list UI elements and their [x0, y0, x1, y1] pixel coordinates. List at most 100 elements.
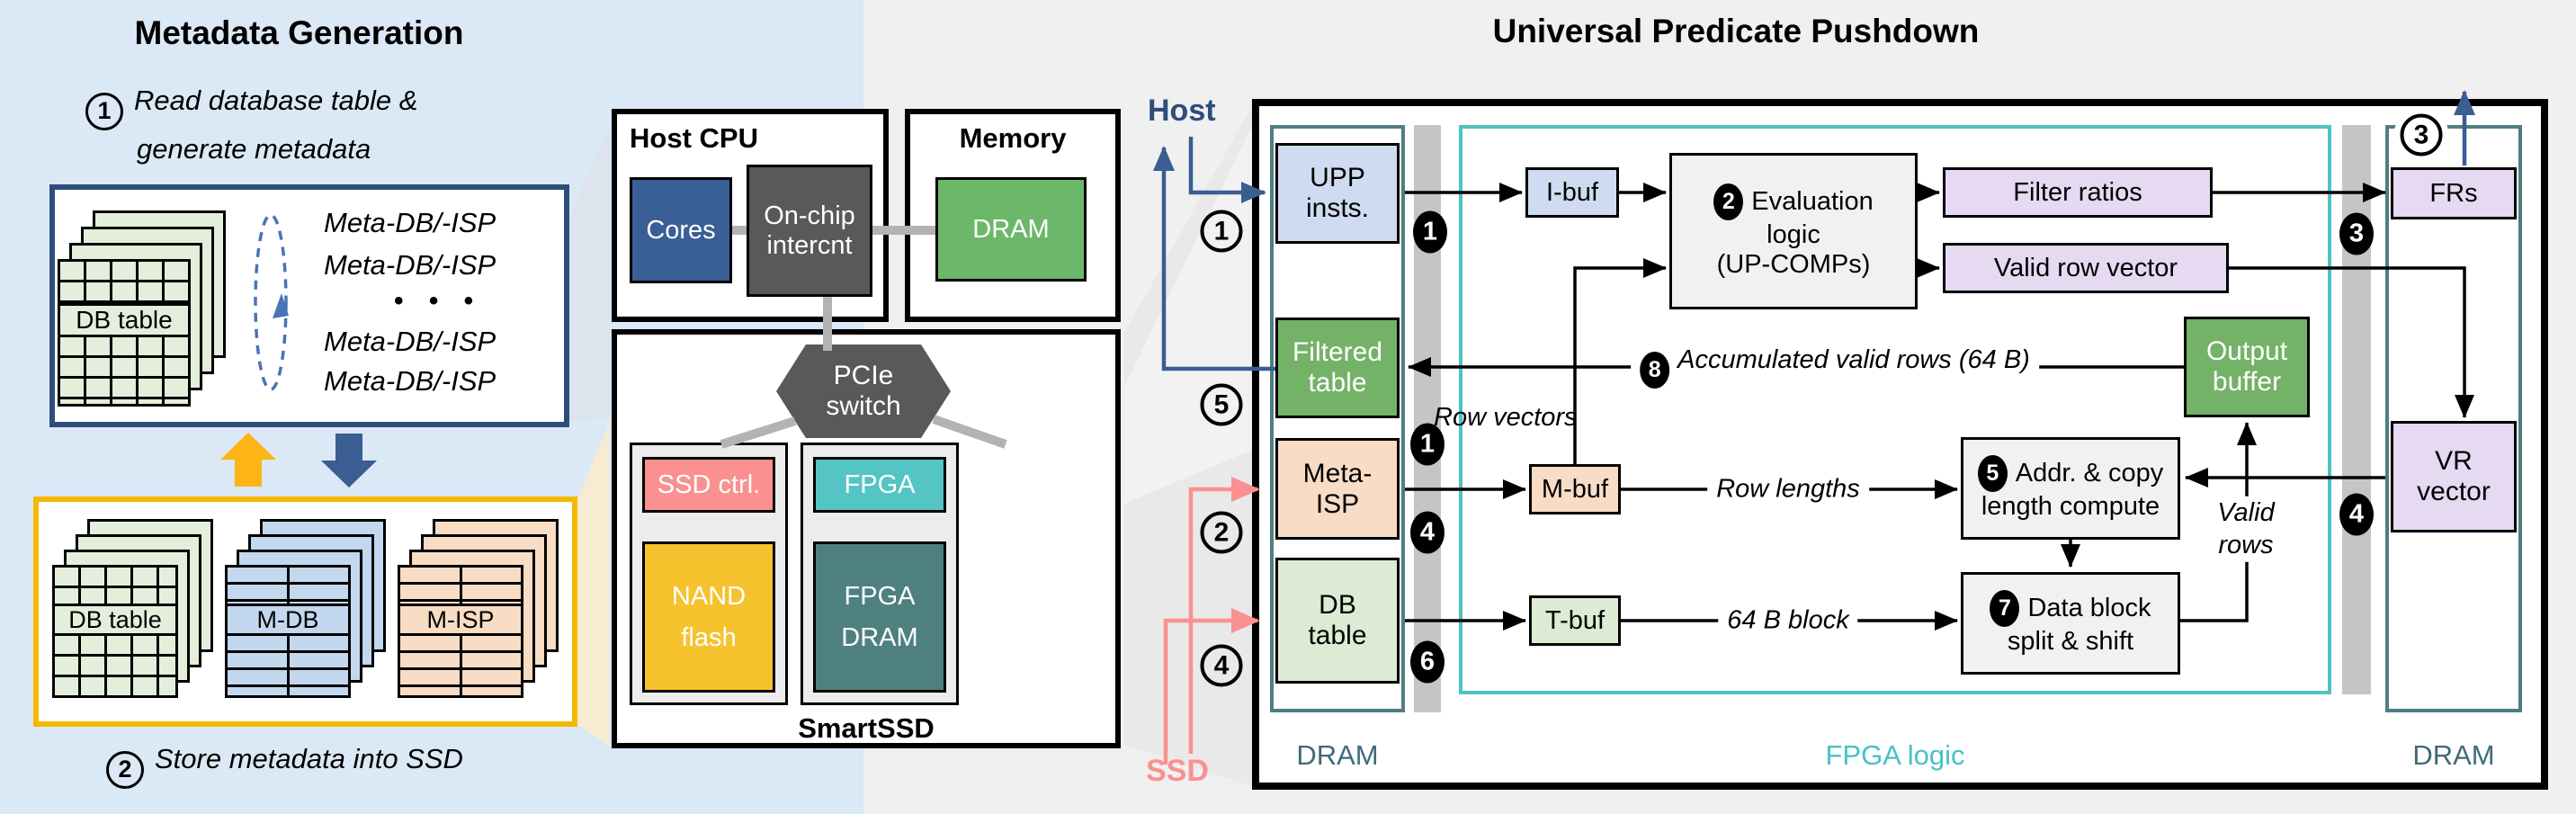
badge-frs-3: 3 — [2339, 212, 2374, 255]
valid-row-vector-label: Valid row vector — [1993, 253, 2178, 282]
meta-line: Meta-DB/-ISP — [324, 249, 496, 281]
ssd-ctrl-box: SSD ctrl. — [642, 457, 775, 513]
ray-bluebox-to-host — [569, 126, 610, 421]
mbuf-box: M-buf — [1529, 464, 1621, 514]
fpga-dram-label-line1: FPGA — [844, 581, 916, 611]
fpga-box: FPGA — [813, 457, 946, 513]
circled-step-3: 3 — [2400, 113, 2443, 157]
misp-label: M-ISP — [400, 604, 521, 636]
step2-circled-number: 2 — [106, 750, 144, 789]
filtered-line2: table — [1308, 368, 1367, 398]
dram-left-label: DRAM — [1296, 739, 1379, 771]
frs-box: FRs — [2391, 167, 2517, 219]
circled-step-5: 5 — [1200, 383, 1243, 426]
table-grid — [60, 262, 188, 303]
output-buffer-line1: Output — [2205, 336, 2288, 367]
mbuf-label: M-buf — [1541, 474, 1609, 504]
pcie-label-line1: PCIe — [833, 361, 894, 391]
pcie-label-line2: switch — [826, 391, 901, 421]
db-table-stack-front: DB table — [58, 259, 191, 407]
cores-label: Cores — [646, 215, 716, 245]
badge-upp-1: 1 — [1413, 210, 1447, 254]
fpga-logic-label: FPGA logic — [1825, 739, 1965, 771]
db-table-box: DB table — [1275, 558, 1400, 684]
filter-ratios-box: Filter ratios — [1943, 167, 2213, 218]
step1-text-line1: Read database table & — [134, 85, 418, 116]
upp-insts-line2: insts. — [1305, 193, 1370, 223]
meta-line: Meta-DB/-ISP — [324, 207, 496, 238]
mdb-stack-front: M-DB — [225, 565, 351, 698]
db-table-stack-front: DB table — [52, 565, 178, 698]
fpga-dram-label-line2: DRAM — [841, 623, 918, 652]
output-buffer-line2: buffer — [2212, 367, 2282, 397]
ssd-ctrl-label: SSD ctrl. — [657, 470, 761, 499]
step1-caption-line2: generate metadata — [137, 133, 371, 165]
valid-row-vector-box: Valid row vector — [1943, 243, 2229, 293]
host-dram-box: DRAM — [935, 177, 1087, 282]
circled-step-1: 1 — [1200, 210, 1243, 253]
host-label: Host — [1148, 94, 1216, 128]
addr-label-line2: length compute — [1981, 492, 2160, 522]
fpga-label: FPGA — [844, 470, 916, 499]
intercnt-label-line2: intercnt — [766, 230, 853, 260]
tbuf-box: T-buf — [1529, 595, 1621, 646]
misp-stack-front: M-ISP — [398, 565, 523, 698]
datablock-label-line1: Data block — [2027, 594, 2151, 623]
intercnt-label-line1: On-chip — [764, 201, 855, 230]
host-dram-label: DRAM — [972, 214, 1050, 244]
badge-db-6: 6 — [1410, 640, 1445, 684]
table-grid — [400, 568, 521, 604]
frs-label: FRs — [2429, 178, 2478, 208]
table-grid — [60, 337, 188, 404]
block-64b-label: 64 B block — [1718, 605, 1858, 636]
dram-right-label: DRAM — [2412, 739, 2495, 771]
dma-bar-right — [2342, 125, 2371, 694]
nand-flash-box: NAND flash — [642, 541, 775, 693]
db-table-label: DB table — [60, 303, 188, 337]
meta-ellipsis: • • • — [394, 286, 483, 316]
pcie-switch-hexagon: PCIe switch — [776, 344, 951, 438]
upp-section-title: Universal Predicate Pushdown — [1492, 13, 1980, 49]
db-table-line1: DB — [1319, 590, 1356, 621]
badge-vr-4: 4 — [2339, 493, 2374, 536]
vr-vector-line1: VR — [2435, 446, 2473, 477]
meta-isp-box: Meta- ISP — [1275, 438, 1400, 540]
db-table-label: DB table — [55, 604, 175, 636]
meta-isp-line2: ISP — [1315, 488, 1360, 519]
table-grid — [55, 636, 175, 695]
addr-badge: 5 — [1977, 455, 2008, 493]
valid-rows-label: Valid rows — [2208, 496, 2284, 562]
upp-insts-line1: UPP — [1310, 163, 1365, 193]
valid-rows-line2: rows — [2218, 531, 2274, 559]
eval-label-line2: logic — [1767, 219, 1820, 249]
accumulated-badge: 8 — [1640, 352, 1670, 389]
dram-right-region — [2385, 125, 2522, 712]
ssd-label: SSD — [1146, 754, 1209, 788]
smartssd-title: SmartSSD — [798, 712, 935, 744]
datablock-label-line2: split & shift — [2007, 627, 2134, 657]
vr-vector-line2: vector — [2417, 477, 2491, 506]
addr-label-line1: Addr. & copy — [2015, 459, 2164, 488]
tbuf-label: T-buf — [1544, 605, 1606, 635]
badge-meta-1: 1 — [1410, 423, 1445, 466]
output-buffer-box: Output buffer — [2184, 317, 2310, 417]
fpga-dram-box: FPGA DRAM — [813, 541, 946, 693]
circled-step-2: 2 — [1200, 511, 1243, 554]
host-cpu-title: Host CPU — [630, 122, 758, 154]
db-table-line2: table — [1308, 621, 1367, 650]
circled-step-4: 4 — [1200, 644, 1243, 687]
eval-badge: 2 — [1713, 183, 1744, 220]
meta-line: Meta-DB/-ISP — [324, 365, 496, 397]
datablock-badge: 7 — [1990, 590, 2020, 628]
ibuf-box: I-buf — [1525, 167, 1619, 218]
left-section-title: Metadata Generation — [134, 14, 464, 51]
step1-caption-line1: 1 Read database table & — [85, 85, 417, 130]
step1-circled-number: 1 — [85, 92, 123, 130]
